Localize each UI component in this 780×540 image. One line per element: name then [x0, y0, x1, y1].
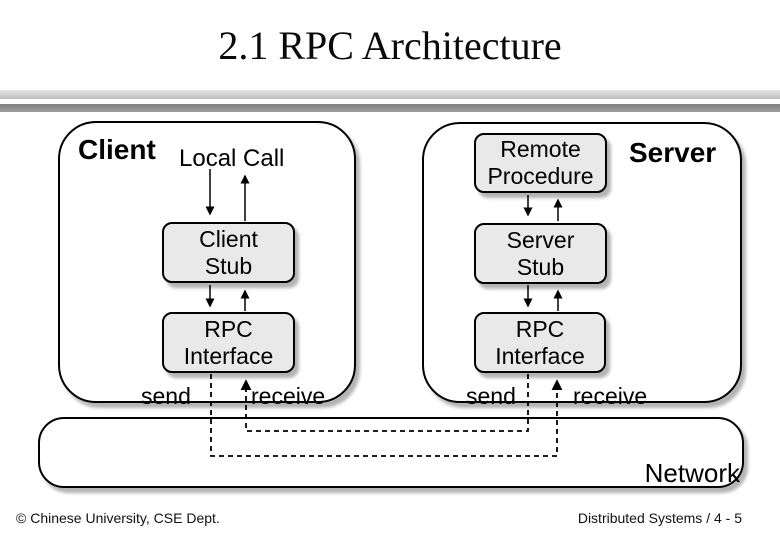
server-send-label: send	[466, 383, 516, 409]
client-rpc-line2: Interface	[183, 342, 274, 369]
client-rpc-interface-box: RPC Interface	[162, 312, 295, 373]
network-label: Network	[644, 458, 740, 488]
title-underline-bar-top	[0, 90, 780, 99]
client-stub-line1: Client	[199, 225, 258, 252]
footer-copyright: © Chinese University, CSE Dept.	[16, 510, 220, 526]
remote-procedure-box: Remote Procedure	[474, 133, 607, 193]
client-stub-line2: Stub	[204, 252, 253, 279]
server-rpc-line2: Interface	[495, 342, 585, 369]
server-rpc-interface-box: RPC Interface	[474, 312, 606, 373]
server-panel-title: Server	[629, 137, 717, 168]
client-send-label: send	[141, 383, 191, 409]
server-rpc-line1: RPC	[515, 315, 565, 342]
local-call-label: Local Call	[179, 145, 285, 172]
client-receive-label: receive	[251, 383, 326, 409]
footer-page-number: Distributed Systems / 4 - 5	[577, 510, 742, 526]
remote-procedure-line2: Procedure	[487, 163, 594, 189]
client-panel-title: Client	[78, 134, 156, 165]
server-stub-line1: Server	[506, 226, 575, 253]
server-stub-box: Server Stub	[474, 223, 607, 284]
title-underline-bar-bottom	[0, 104, 780, 112]
network-box	[38, 417, 744, 488]
server-stub-line2: Stub	[516, 253, 565, 280]
remote-procedure-line1: Remote	[500, 136, 581, 162]
page-title: 2.1 RPC Architecture	[218, 23, 562, 68]
client-rpc-line1: RPC	[204, 315, 253, 342]
client-stub-box: Client Stub	[162, 222, 295, 283]
server-receive-label: receive	[573, 383, 648, 409]
